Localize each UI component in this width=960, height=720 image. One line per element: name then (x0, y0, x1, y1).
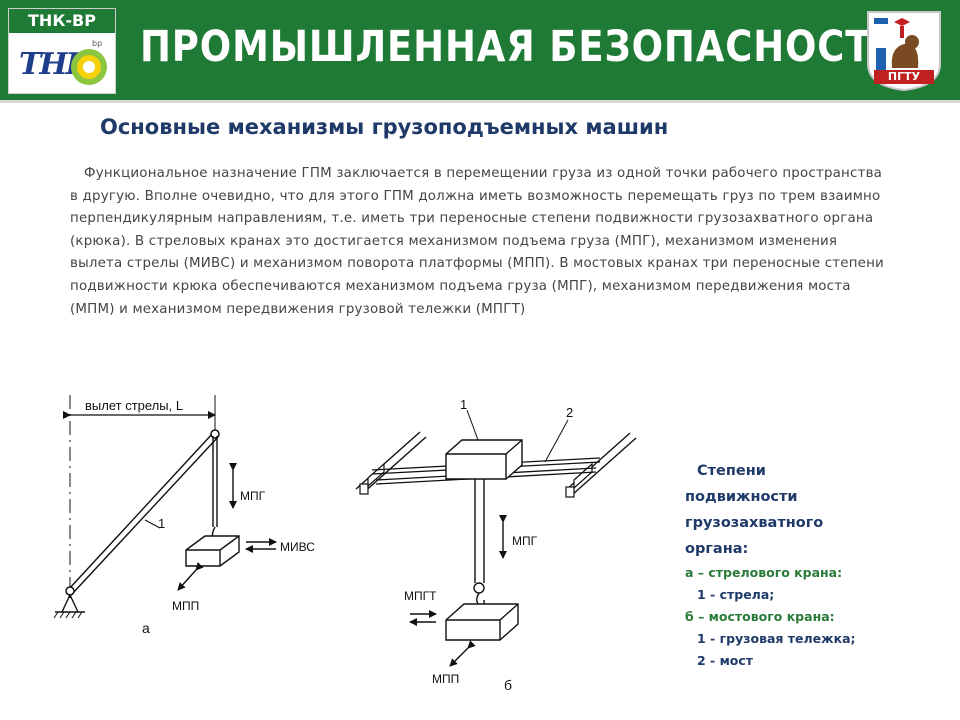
hook-block (473, 582, 485, 594)
legend-title-line2: подвижности (685, 489, 798, 505)
ground-hatch (53, 611, 83, 619)
mpg-label-b: МПГ (512, 534, 538, 548)
mpp-arrow-a (177, 562, 204, 591)
legend-item-a1: 1 - стрела; (697, 587, 775, 602)
base-support (61, 593, 79, 613)
mpp-label-b: МПП (432, 672, 459, 686)
boom-line-2 (72, 436, 219, 594)
pgtu-logo: ПГТУ (864, 8, 944, 92)
mivs-label: МИВС (280, 540, 315, 554)
mpg-label-a: МПГ (240, 489, 266, 503)
mpgt-label: МПГТ (404, 589, 437, 603)
trolley (445, 439, 523, 480)
left-end-truck (367, 462, 385, 488)
mpp-label-a: МПП (172, 599, 199, 613)
left-runway-rail (361, 436, 427, 495)
description-paragraph: Функциональное назначение ГПМ заключаетс… (70, 166, 884, 317)
section-title: Основные механизмы грузоподъемных машин (100, 115, 669, 139)
jib-crane-diagram: вылет стрелы, L 1 МПГ МИВС МПП (53, 395, 315, 636)
legend-title: Степени подвижности грузозахватного орга… (685, 458, 945, 562)
mpp-arrow-b (449, 640, 476, 667)
legend-item-b1: 1 - грузовая тележка; (697, 631, 856, 646)
legend-title-line1: Степени (697, 463, 766, 479)
legend-item-b: б – мостового крана: (685, 609, 835, 624)
diagram-b-letter: б (504, 677, 512, 693)
legend-item-a: а – стрелового крана: (685, 565, 843, 580)
reach-label: вылет стрелы, L (85, 398, 183, 413)
boom-head-pulley (210, 429, 220, 439)
bridge-number: 2 (566, 405, 573, 420)
right-runway-rail (571, 437, 637, 496)
logo-bp-text: bp (92, 39, 103, 48)
bp-helios-icon (71, 49, 107, 85)
trolley-number: 1 (460, 397, 467, 412)
pgtu-logo-text: ПГТУ (887, 70, 921, 83)
diagram-a-letter: а (142, 620, 150, 636)
bridge-crane-diagram: 1 2 МПГ МПГТ МПП б (355, 397, 637, 693)
load-box-a (185, 535, 240, 567)
legend-item-b2: 2 - мост (697, 653, 754, 668)
header-banner: ТНК-ВР ТНК bp ПРОМЫШЛЕННАЯ БЕЗОПАСНОСТЬ … (0, 0, 960, 103)
legend-panel: Степени подвижности грузозахватного орга… (685, 458, 945, 672)
legend-title-line4: органа: (685, 541, 749, 557)
load-box-b (445, 603, 519, 641)
boom-line-1 (67, 432, 214, 591)
legend-title-line3: грузозахватного (685, 515, 824, 531)
bridge-leader (544, 419, 569, 463)
trolley-leader (466, 409, 479, 441)
crane-diagrams: вылет стрелы, L 1 МПГ МИВС МПП (53, 395, 637, 693)
page-banner-title: ПРОМЫШЛЕННАЯ БЕЗОПАСНОСТЬ (140, 22, 901, 72)
logo-tnk-text: ТНК-ВР (9, 9, 115, 33)
boom-number: 1 (158, 516, 165, 531)
pgtu-crest-icon (867, 11, 941, 92)
boom-leader (144, 519, 161, 529)
tnk-bp-logo: ТНК-ВР ТНК bp (8, 8, 116, 94)
